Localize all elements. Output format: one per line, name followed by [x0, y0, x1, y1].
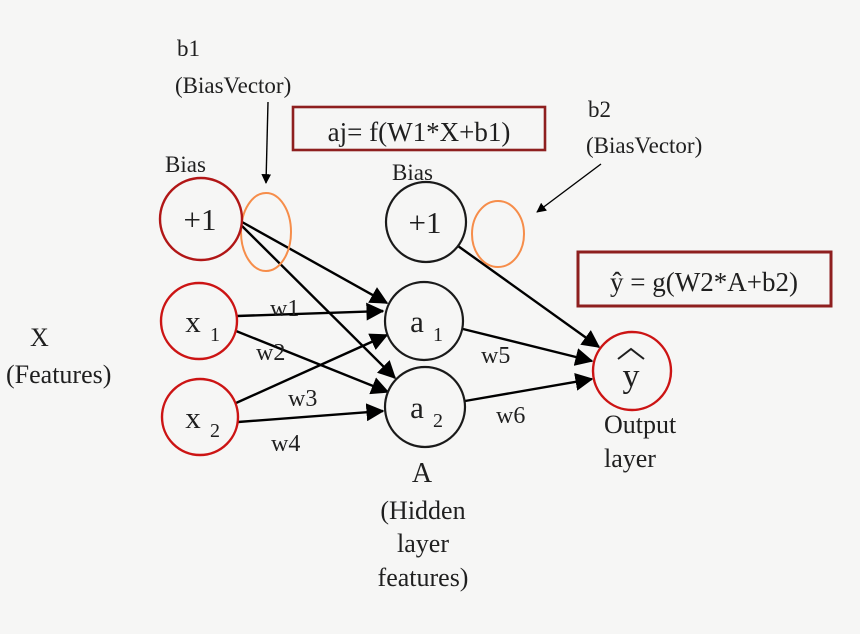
weight-w5-label: w5: [481, 343, 510, 369]
weight-w3-label: w3: [288, 386, 317, 412]
node-a1: [383, 280, 465, 362]
node-a2-subscript: 2: [433, 410, 443, 432]
node-a1-label: a: [410, 304, 424, 339]
node-input-bias-label: +1: [184, 202, 217, 237]
output-formula-box: [576, 250, 833, 308]
weight-w2-label: w2: [256, 340, 285, 366]
b1-pointer-arrow: [261, 101, 272, 184]
input-bias-caption: Bias: [165, 152, 206, 177]
edge-a2-output-w6: [464, 372, 594, 403]
node-x2-label: x: [185, 400, 201, 435]
hidden-formula-text: aj= f(W1*X+b1): [328, 117, 511, 147]
bias-vector-ellipse-2: [471, 200, 525, 268]
b1-subtitle: (BiasVector): [175, 73, 291, 98]
node-x1-subscript: 1: [210, 324, 220, 346]
edge-inputbias-a1: [241, 220, 389, 305]
input-layer-subtitle: (Features): [6, 360, 111, 389]
node-x2-subscript: 2: [210, 420, 220, 442]
b2-pointer-arrow: [536, 163, 602, 213]
edge-x2-a1-w3: [235, 333, 389, 405]
node-output-label: y: [623, 358, 640, 395]
hidden-layer-title: A: [412, 458, 433, 489]
output-layer-caption-line2: layer: [604, 444, 656, 473]
b2-subtitle: (BiasVector): [586, 133, 702, 158]
edge-hiddenbias-output: [457, 245, 601, 348]
b1-title: b1: [177, 36, 200, 61]
node-input-bias: [158, 176, 244, 262]
output-label-hat: [617, 347, 645, 360]
edge-a1-output-w5: [462, 327, 594, 366]
hidden-layer-subtitle-line1: (Hidden: [380, 496, 465, 525]
weight-w4-label: w4: [271, 431, 300, 457]
b2-title: b2: [588, 97, 611, 122]
node-hidden-bias: [384, 180, 468, 264]
weight-w6-label: w6: [496, 403, 525, 429]
node-a1-subscript: 1: [433, 324, 443, 346]
output-layer-caption-line1: Output: [604, 410, 677, 439]
hidden-formula-box: [291, 105, 547, 152]
hidden-bias-caption: Bias: [392, 160, 433, 185]
hidden-layer-subtitle-line2: layer: [397, 529, 449, 558]
edge-x2-a2-w4: [237, 403, 385, 424]
node-x1-label: x: [185, 304, 201, 339]
weight-w1-label: w1: [270, 296, 299, 322]
hidden-layer-subtitle-line3: features): [378, 563, 469, 592]
edge-x1-a2-w2: [235, 329, 390, 395]
node-a2-label: a: [410, 390, 424, 425]
input-layer-title: X: [30, 323, 49, 352]
node-a2: [383, 365, 467, 449]
edge-x1-a1-w1: [236, 302, 385, 321]
node-hidden-bias-label: +1: [409, 205, 442, 240]
edge-inputbias-a2: [241, 225, 397, 380]
output-formula-text: ŷ = g(W2*A+b2): [610, 267, 798, 297]
node-output: [591, 330, 673, 412]
node-x1: [159, 281, 239, 361]
node-x2: [160, 377, 240, 457]
